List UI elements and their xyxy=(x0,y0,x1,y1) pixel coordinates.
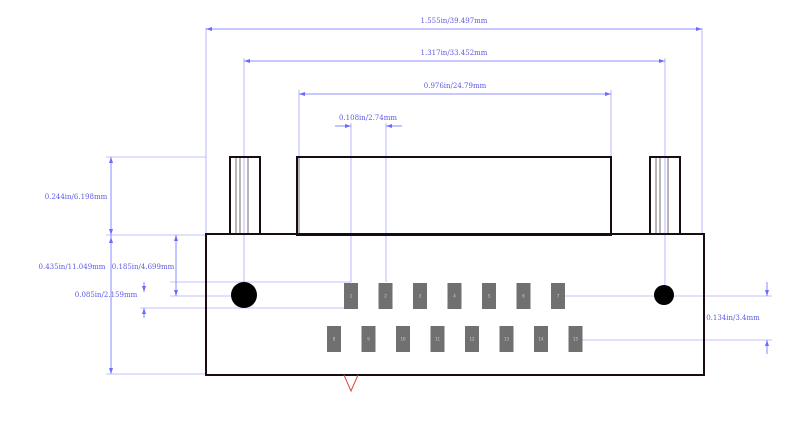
label-pin-pitch: 0.108in/2.74mm xyxy=(339,114,397,122)
pad-label-2: 2 xyxy=(384,294,387,299)
pad-2 xyxy=(378,283,393,309)
right-mount-post xyxy=(649,156,681,235)
dimension-lines xyxy=(110,28,768,374)
label-row-offset: 0.185in/4.699mm xyxy=(112,263,175,271)
pad-1 xyxy=(344,283,358,309)
pad-7 xyxy=(551,283,565,309)
arrowheads xyxy=(109,27,769,374)
left-mount-post xyxy=(229,156,261,235)
pad-14 xyxy=(534,326,548,352)
pad-13 xyxy=(499,326,514,352)
pad-label-13: 13 xyxy=(504,337,510,342)
pad-label-1: 1 xyxy=(350,294,353,299)
pad-label-6: 6 xyxy=(522,294,525,299)
pad-4 xyxy=(447,283,462,309)
pad-label-5: 5 xyxy=(488,294,491,299)
pad-9 xyxy=(361,326,376,352)
pad-label-4: 4 xyxy=(453,294,456,299)
pad-label-15: 15 xyxy=(573,337,579,342)
pad-10 xyxy=(396,326,410,352)
pad-label-12: 12 xyxy=(469,337,475,342)
pad-12 xyxy=(465,326,479,352)
pad-15 xyxy=(568,326,583,352)
left-mounting-hole xyxy=(231,282,257,308)
pad-label-14: 14 xyxy=(538,337,544,342)
label-body-height: 0.435in/11.049mm xyxy=(39,263,106,271)
pad-label-10: 10 xyxy=(400,337,406,342)
pin1-marker-icon xyxy=(343,374,359,393)
pad-label-7: 7 xyxy=(557,294,560,299)
connector-outline xyxy=(205,156,705,376)
pad-5 xyxy=(482,283,496,309)
right-mounting-hole xyxy=(654,285,674,305)
label-mount-hole-spacing: 1.317in/33.452mm xyxy=(421,49,488,57)
pad-label-9: 9 xyxy=(367,337,370,342)
pad-8 xyxy=(327,326,341,352)
pad-3 xyxy=(413,283,427,309)
label-hole-offset: 0.085in/2.159mm xyxy=(75,291,138,299)
dimension-labels: 1.555in/39.497mm 1.317in/33.452mm 0.976i… xyxy=(39,17,761,322)
pad-label-3: 3 xyxy=(419,294,422,299)
label-shell-height: 0.244in/6.198mm xyxy=(45,193,108,201)
pad-11 xyxy=(430,326,445,352)
label-shell-width: 0.976in/24.79mm xyxy=(424,82,487,90)
label-overall-width: 1.555in/39.497mm xyxy=(421,17,488,25)
pad-label-8: 8 xyxy=(333,337,336,342)
connector-shell xyxy=(296,156,612,236)
label-row-spacing: 0.134in/3.4mm xyxy=(706,314,760,322)
pad-6 xyxy=(516,283,531,309)
pad-label-11: 11 xyxy=(435,337,441,342)
